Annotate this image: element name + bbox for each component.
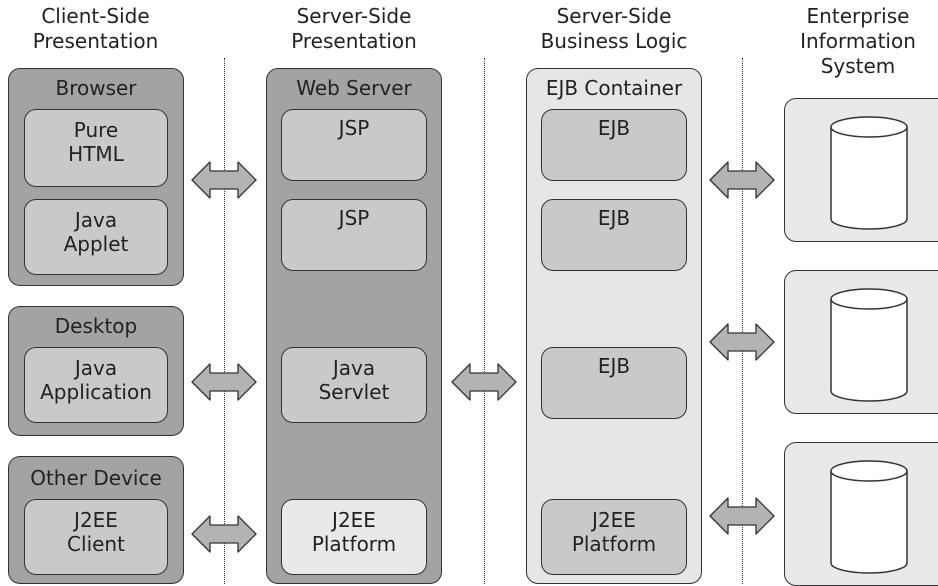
- java-servlet-box: Java Servlet: [281, 347, 427, 423]
- ejb-box-1: EJB: [541, 109, 687, 181]
- ejb-label-3: EJB: [597, 354, 631, 378]
- double-arrow-icon: [191, 515, 257, 553]
- database-cylinder-icon: [830, 288, 908, 402]
- web-server-container: Web Server JSP JSP Java Servlet J2EE Pla…: [266, 68, 442, 584]
- ejb-box-3: EJB: [541, 347, 687, 419]
- browser-title: Browser: [55, 76, 137, 100]
- ejb-label-1: EJB: [597, 116, 631, 140]
- tier-divider-1: [224, 58, 225, 584]
- desktop-container: Desktop Java Application: [8, 306, 184, 436]
- double-arrow-icon: [191, 363, 257, 401]
- eis-system-box-3: [784, 442, 938, 586]
- ejb-label-2: EJB: [597, 206, 631, 230]
- web-server-title: Web Server: [296, 76, 412, 100]
- other-device-container: Other Device J2EE Client: [8, 456, 184, 584]
- double-arrow-icon: [451, 363, 517, 401]
- browser-container: Browser Pure HTML Java Applet: [8, 68, 184, 286]
- java-application-label: Java Application: [40, 356, 152, 404]
- java-application-box: Java Application: [24, 347, 168, 423]
- java-applet-label: Java Applet: [63, 208, 129, 256]
- pure-html-box: Pure HTML: [24, 109, 168, 187]
- ejb-container: EJB Container EJB EJB EJB J2EE Platform: [526, 68, 702, 584]
- jsp-box-1: JSP: [281, 109, 427, 181]
- java-servlet-label: Java Servlet: [318, 356, 390, 404]
- web-j2ee-platform-box: J2EE Platform: [281, 499, 427, 575]
- ejb-container-title: EJB Container: [545, 76, 683, 100]
- eis-system-box-2: [784, 270, 938, 414]
- double-arrow-icon: [191, 161, 257, 199]
- double-arrow-icon: [709, 323, 775, 361]
- java-applet-box: Java Applet: [24, 199, 168, 275]
- ejb-box-2: EJB: [541, 199, 687, 271]
- web-j2ee-platform-label: J2EE Platform: [311, 508, 397, 556]
- desktop-title: Desktop: [54, 314, 138, 338]
- header-client-side-presentation: Client-Side Presentation: [32, 4, 159, 53]
- ejb-j2ee-platform-label: J2EE Platform: [571, 508, 657, 556]
- tier-divider-3: [742, 58, 743, 584]
- header-server-side-presentation: Server-Side Presentation: [291, 4, 417, 53]
- j2ee-client-label: J2EE Client: [67, 508, 125, 556]
- eis-system-box-1: [784, 98, 938, 242]
- j2ee-client-box: J2EE Client: [24, 499, 168, 575]
- database-cylinder-icon: [830, 116, 908, 230]
- other-device-title: Other Device: [30, 466, 162, 490]
- double-arrow-icon: [709, 497, 775, 535]
- jsp-label-2: JSP: [338, 206, 370, 230]
- jsp-label-1: JSP: [338, 116, 370, 140]
- ejb-j2ee-platform-box: J2EE Platform: [541, 499, 687, 575]
- database-cylinder-icon: [830, 460, 908, 574]
- pure-html-label: Pure HTML: [68, 118, 124, 166]
- header-server-side-business-logic: Server-Side Business Logic: [540, 4, 688, 53]
- tier-divider-2: [484, 58, 485, 584]
- double-arrow-icon: [709, 161, 775, 199]
- jsp-box-2: JSP: [281, 199, 427, 271]
- header-enterprise-information-system: Enterprise Information System: [800, 4, 916, 78]
